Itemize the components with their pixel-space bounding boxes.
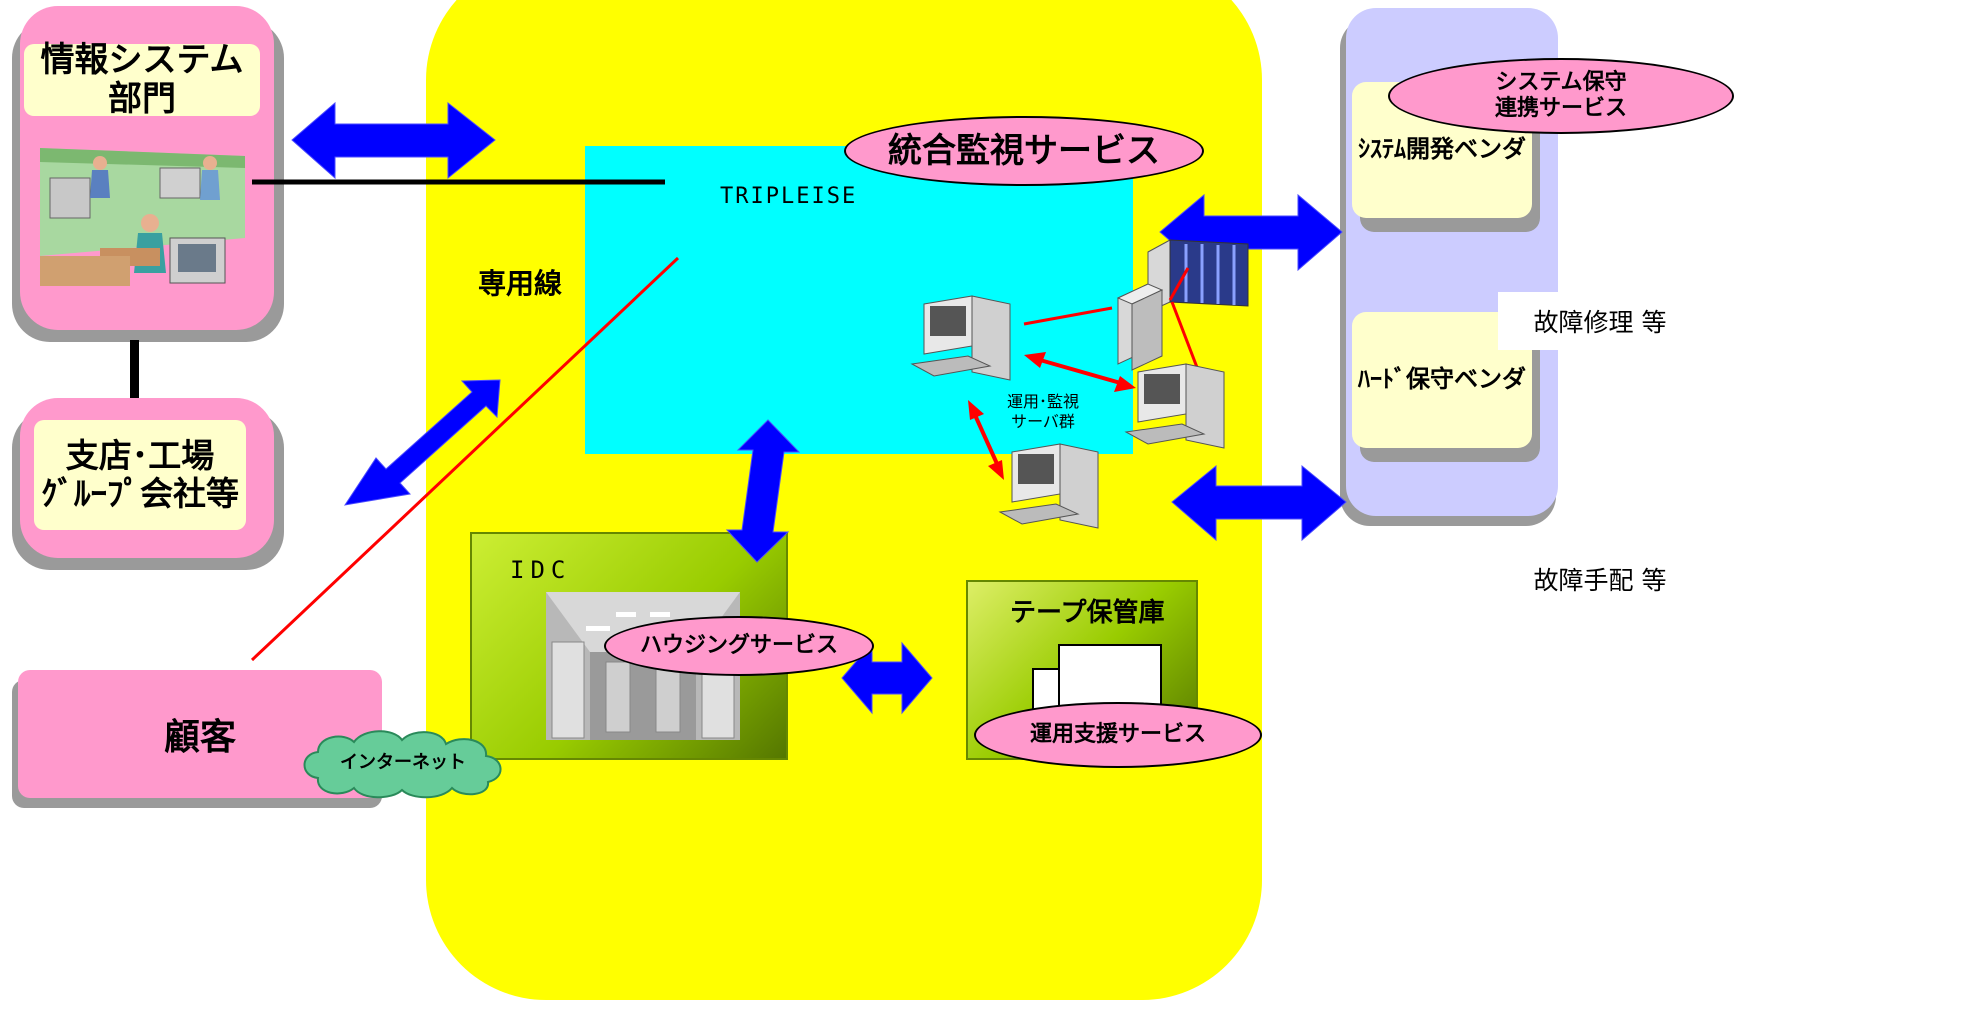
info-dept-title: 情報システム部門 [24, 40, 260, 119]
branch-title-line1: 支店･工場 [65, 436, 215, 476]
tripleise-box [585, 146, 1133, 454]
internet-line [250, 256, 680, 662]
arrow-branch [343, 379, 501, 506]
server-group-line2: サーバ群 [1011, 412, 1075, 431]
housing-ellipse: ハウジングサービス [604, 616, 874, 676]
internet-label: インターネット [340, 752, 466, 773]
arrow-tape [841, 641, 933, 715]
leased-line-label: 専用線 [478, 267, 563, 300]
arrow-hw-vendor [1171, 464, 1347, 542]
internet-cloud: インターネット [296, 726, 510, 800]
idc-label: IDC [510, 556, 572, 584]
server-group-line1: 運用･監視 [1006, 392, 1079, 411]
maintenance-line2: 連携サービス [1494, 96, 1627, 121]
hw-vendor-box: ﾊｰﾄﾞ保守ベンダ [1352, 312, 1532, 448]
office-illustration [40, 138, 245, 286]
server-group [910, 239, 1249, 529]
maintenance-line1: システム保守 [1495, 69, 1627, 95]
arrangement-label: 故障手配 等 [1498, 550, 1702, 608]
tape-front [1058, 644, 1162, 708]
tripleise-label: TRIPLEISE [720, 184, 858, 209]
maintenance-ellipse: システム保守 連携サービス [1388, 58, 1734, 134]
branch-title-line2: ｸﾞﾙｰﾌﾟ会社等 [41, 474, 239, 513]
tape-storage-label: テープ保管庫 [1010, 598, 1165, 628]
arrow-idc [725, 419, 801, 563]
dept-branch-connector [130, 340, 139, 400]
branch-title: 支店･工場 ｸﾞﾙｰﾌﾟ会社等 [34, 420, 246, 530]
arrow-info-dept [291, 101, 496, 180]
server-group-label: 運用･監視 サーバ群 [988, 392, 1098, 432]
repair-label: 故障修理 等 [1498, 292, 1702, 350]
ops-support-ellipse: 運用支援サービス [974, 702, 1262, 768]
integrated-monitoring-ellipse: 統合監視サービス [844, 116, 1204, 186]
